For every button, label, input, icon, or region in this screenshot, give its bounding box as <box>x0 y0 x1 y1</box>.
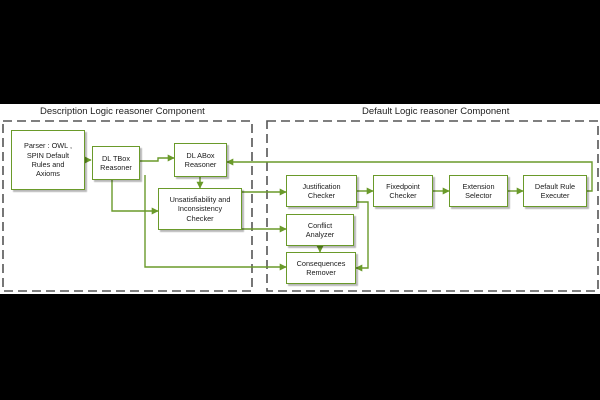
unsat-checker-box: Unsatisfiability and Inconsistency Check… <box>158 188 242 230</box>
arrow-tbox-to-unsat <box>111 180 159 215</box>
abox-reasoner-box: DL ABox Reasoner <box>174 143 227 177</box>
tbox-reasoner-box: DL TBox Reasoner <box>92 146 140 180</box>
arrow-parser-to-consequences <box>144 175 287 271</box>
conflict-analyzer-box: Conflict Analyzer <box>286 214 354 246</box>
default-rule-executer-box: Default Rule Executer <box>523 175 587 207</box>
default-logic-title: Default Logic reasoner Component <box>362 106 510 117</box>
parser-box: Parser : OWL , SPIN Default Rules and Ax… <box>11 130 85 190</box>
arrow-tbox-to-abox <box>140 154 175 162</box>
extension-selector-box: Extension Selector <box>449 175 508 207</box>
justification-checker-box: Justification Checker <box>286 175 357 207</box>
default-logic-region <box>266 120 599 292</box>
arrow-executer-to-abox <box>226 158 593 192</box>
description-logic-title: Description Logic reasoner Component <box>40 106 205 117</box>
arrow-justification-to-consequences <box>355 201 369 272</box>
fixedpoint-checker-box: Fixedpoint Checker <box>373 175 433 207</box>
consequences-remover-box: Consequences Remover <box>286 252 356 284</box>
